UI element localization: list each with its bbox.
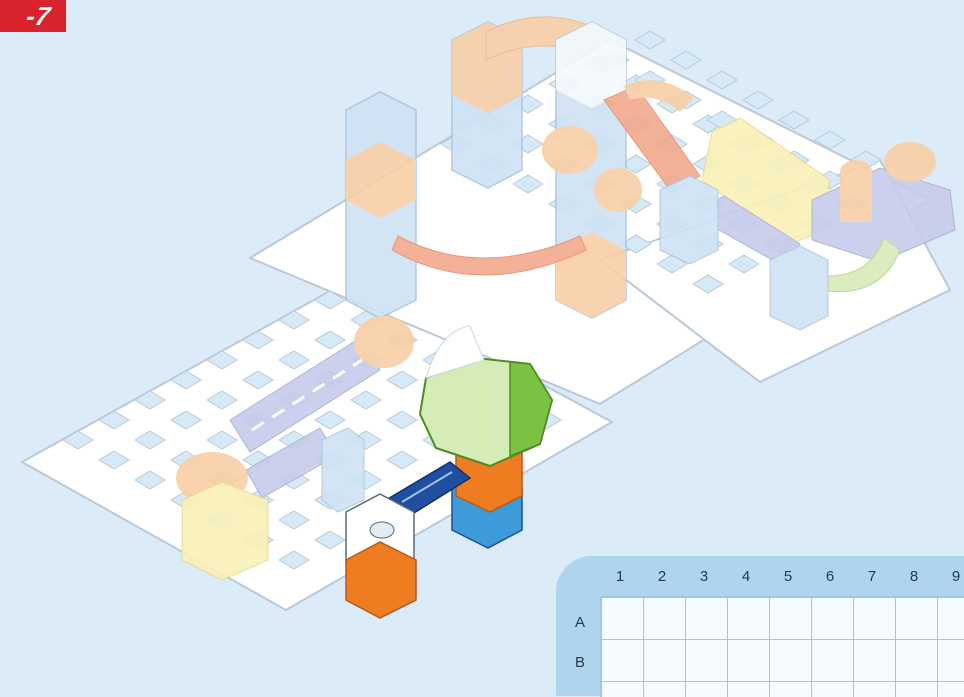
grid-column-1: 1: [610, 568, 630, 585]
ghost-spiral-2: [594, 168, 642, 212]
grid-column-7: 7: [862, 568, 882, 585]
white-block-hole: [370, 522, 394, 538]
grid-column-6: 6: [820, 568, 840, 585]
grid-column-2: 2: [652, 568, 672, 585]
ghost-blue-block-3: [322, 428, 364, 512]
ghost-blue-block-1: [660, 176, 718, 264]
grid-row-a: A: [570, 614, 590, 631]
plate-hole: [635, 31, 665, 49]
grid-cells: [600, 596, 964, 697]
position-grid: 1 2 3 4 5 6 7 8 9 A B: [556, 556, 964, 696]
grid-column-5: 5: [778, 568, 798, 585]
grid-column-8: 8: [904, 568, 924, 585]
ghost-yellow-block-left: [182, 482, 268, 580]
ghost-spiral-1: [542, 126, 598, 174]
ghost-blue-block-2: [770, 246, 828, 330]
grid-column-4: 4: [736, 568, 756, 585]
grid-column-9: 9: [946, 568, 964, 585]
plate-hole: [743, 91, 773, 109]
plate-hole: [707, 71, 737, 89]
grid-column-3: 3: [694, 568, 714, 585]
plate-hole: [671, 51, 701, 69]
step-number: -7: [21, 0, 56, 32]
step-badge: -7: [0, 0, 66, 32]
ghost-cylinder-2: [884, 142, 936, 182]
ghost-orange-cap-1: [354, 316, 414, 368]
ghost-cylinder-1-body: [840, 172, 872, 222]
grid-row-b: B: [570, 654, 590, 671]
